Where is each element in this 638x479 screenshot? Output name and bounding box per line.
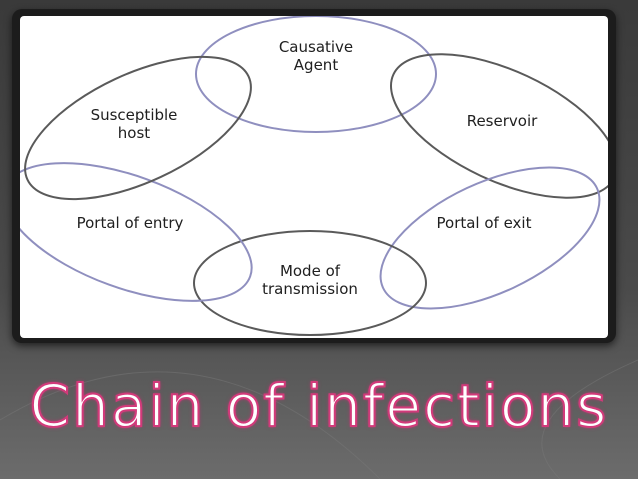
chain-diagram: [20, 16, 608, 336]
label-mode-of-transmission: Mode of transmission: [262, 262, 358, 298]
ellipse-susceptible-host: [24, 55, 252, 201]
ellipse-causative-agent: [195, 16, 437, 133]
ellipse-reservoir: [390, 53, 608, 199]
ellipse-portal-of-exit: [379, 166, 601, 310]
label-reservoir: Reservoir: [466, 112, 538, 130]
label-portal-of-entry: Portal of entry: [76, 214, 184, 232]
diagram-panel: Causative Agent Reservoir Portal of exit…: [20, 16, 608, 338]
slide-title: Chain of infections: [29, 371, 609, 441]
label-susceptible-host: Susceptible host: [90, 106, 178, 142]
label-portal-of-exit: Portal of exit: [436, 214, 532, 232]
label-causative-agent: Causative Agent: [278, 38, 354, 74]
ellipse-portal-of-entry: [20, 162, 253, 302]
ellipse-mode-of-transmission: [193, 230, 427, 336]
